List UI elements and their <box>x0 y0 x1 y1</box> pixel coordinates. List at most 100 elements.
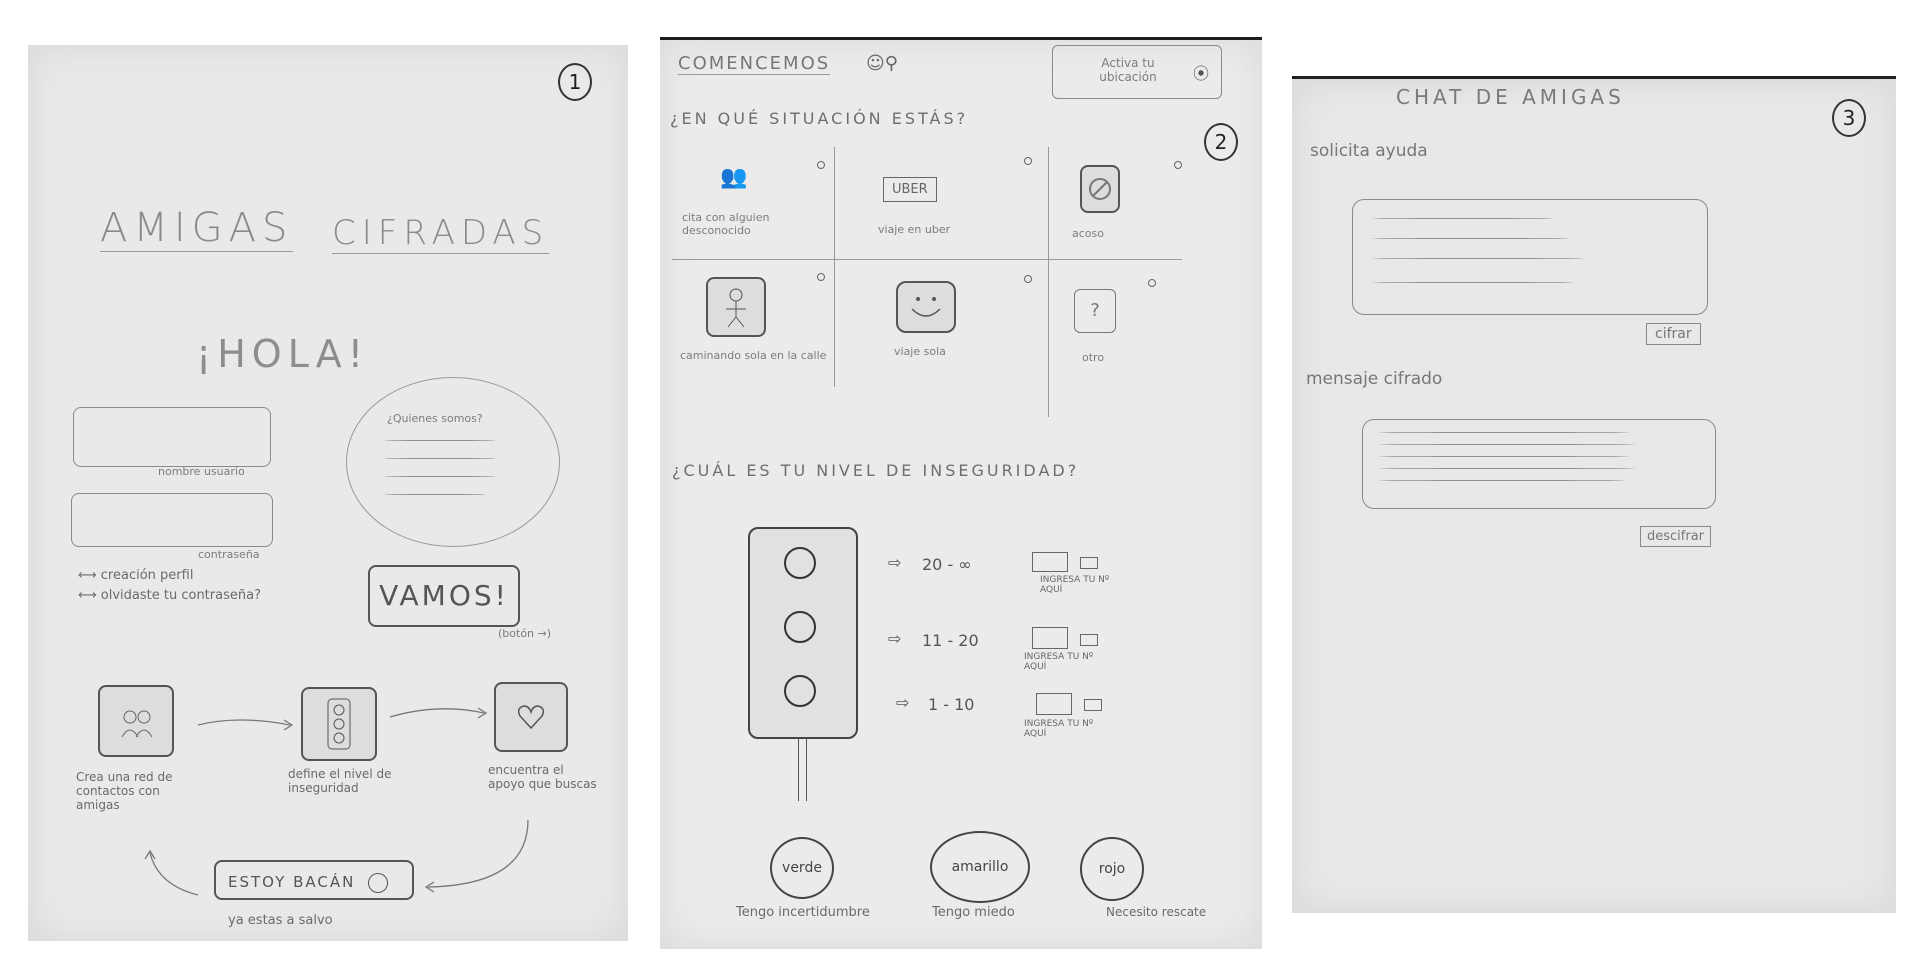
submit-mini-button[interactable] <box>1084 699 1102 711</box>
contacts-network-icon <box>98 685 174 757</box>
button-caption: Tengo incertidumbre <box>736 905 870 920</box>
grid-divider <box>834 147 835 387</box>
traffic-light-icon <box>327 698 351 750</box>
sketch-sheet-situation: COMENCEMOS ☺⚲ Activa tu ubicación ⦿ 2 ¿E… <box>660 37 1262 949</box>
smile-icon <box>368 872 389 893</box>
radio-dot[interactable] <box>817 161 825 169</box>
person-figure <box>726 288 746 328</box>
text-line <box>1379 480 1625 481</box>
situation-option[interactable]: viaje sola <box>838 269 1043 379</box>
radio-dot[interactable] <box>1024 275 1032 283</box>
help-message-input[interactable] <box>1352 199 1708 315</box>
location-label: Activa tu ubicación <box>1099 56 1157 84</box>
grid-divider <box>672 259 1182 260</box>
situation-label: viaje en uber <box>878 223 951 236</box>
situation-label: caminando sola en la calle <box>680 349 827 362</box>
text-line <box>1373 238 1569 239</box>
people-icon <box>121 710 153 738</box>
activate-location-button[interactable]: Activa tu ubicación ⦿ <box>1052 45 1222 99</box>
red-button[interactable]: rojo <box>1080 837 1144 901</box>
radio-dot[interactable] <box>1024 157 1032 165</box>
encrypt-button[interactable]: cifrar <box>1646 323 1701 345</box>
text-line <box>1373 258 1583 259</box>
level-range: 1 - 10 <box>928 695 975 714</box>
text-line <box>1373 218 1553 219</box>
username-input[interactable] <box>73 407 271 467</box>
light-middle[interactable] <box>784 611 816 643</box>
level-hint: INGRESA TU Nº AQUÍ <box>1024 652 1094 672</box>
situation-option[interactable]: acoso <box>1052 155 1192 255</box>
step1-text: Crea una red de contactos con amigas <box>76 770 173 812</box>
block-icon <box>1080 165 1120 213</box>
text-line <box>1379 468 1635 469</box>
smile-search-icon: ☺⚲ <box>866 53 898 74</box>
smile-icon <box>896 281 956 333</box>
light-top[interactable] <box>784 547 816 579</box>
about-us-title: ¿Quienes somos? <box>387 412 483 425</box>
block-symbol <box>1089 178 1111 200</box>
cipher-message-label: mensaje cifrado <box>1306 369 1443 389</box>
situation-option[interactable]: 👥 cita con alguien desconocido <box>670 155 830 255</box>
username-hint: nombre usuario <box>158 465 245 478</box>
level-range: 11 - 20 <box>922 631 979 650</box>
situation-label: viaje sola <box>894 345 946 358</box>
traffic-light <box>748 527 858 739</box>
sketch-sheet-chat: CHAT DE AMIGAS 3 solicita ayuda cifrar m… <box>1292 76 1896 913</box>
decrypt-button[interactable]: descifrar <box>1640 526 1712 547</box>
about-us-bubble[interactable]: ¿Quienes somos? <box>346 377 560 547</box>
app-title-left: AMIGAS <box>100 205 294 252</box>
number-input[interactable] <box>1032 552 1068 572</box>
uber-icon: UBER <box>883 177 937 202</box>
create-profile-label: creación perfil <box>100 568 194 583</box>
radio-dot[interactable] <box>1148 279 1156 287</box>
sheet-edge <box>660 37 1262 40</box>
create-profile-link[interactable]: ⟷ creación perfil <box>78 568 194 583</box>
sketch-sheet-login: 1 AMIGAS CIFRADAS ¡HOLA! nombre usuario … <box>28 45 628 941</box>
arrow-icon: ⇨ <box>888 629 902 648</box>
yellow-button[interactable]: amarillo <box>930 831 1030 903</box>
safe-caption: ya estas a salvo <box>228 913 333 928</box>
person-icon <box>706 277 766 337</box>
text-line <box>1373 282 1573 283</box>
estoy-bacan-label: ESTOY BACÁN <box>228 873 356 891</box>
insecurity-question: ¿CUÁL ES TU NIVEL DE INSEGURIDAD? <box>672 461 1080 480</box>
password-hint: contraseña <box>198 548 260 561</box>
level-range: 20 - ∞ <box>922 555 972 574</box>
light-bottom[interactable] <box>784 675 816 707</box>
grid-divider <box>1048 147 1049 417</box>
sheet-number: 1 <box>558 63 592 101</box>
app-title-right: CIFRADAS <box>332 213 550 254</box>
situation-option[interactable]: ? otro <box>1052 269 1192 379</box>
situation-option[interactable]: caminando sola en la calle <box>670 269 830 379</box>
cipher-message-output[interactable] <box>1362 419 1716 509</box>
situation-label: otro <box>1082 351 1105 364</box>
situation-label: cita con alguien desconocido <box>682 211 770 237</box>
situation-label: acoso <box>1072 227 1104 240</box>
green-button[interactable]: verde <box>770 837 834 899</box>
traffic-light-pole <box>806 737 807 801</box>
text-line <box>385 458 495 459</box>
estoy-bacan-button[interactable]: ESTOY BACÁN <box>214 860 414 900</box>
text-line <box>1379 444 1635 445</box>
radio-dot[interactable] <box>1174 161 1182 169</box>
submit-mini-button[interactable] <box>1080 557 1098 569</box>
password-input[interactable] <box>71 493 273 547</box>
button-caption: Necesito rescate <box>1106 905 1207 919</box>
forgot-password-link[interactable]: ⟷ olvidaste tu contraseña? <box>78 588 261 603</box>
support-step-icon <box>494 682 568 752</box>
situation-option[interactable]: UBER viaje en uber <box>838 155 1043 255</box>
text-line <box>385 494 485 495</box>
submit-mini-button[interactable] <box>1080 634 1098 646</box>
radio-dot[interactable] <box>817 273 825 281</box>
greeting-heading: ¡HOLA! <box>196 332 369 376</box>
chat-title: CHAT DE AMIGAS <box>1396 85 1625 109</box>
text-line <box>385 476 495 477</box>
vamos-button[interactable]: VAMOS! <box>368 565 520 627</box>
header-title: COMENCEMOS <box>678 53 831 75</box>
number-input[interactable] <box>1036 693 1072 715</box>
location-pin-icon: ⦿ <box>1193 64 1210 83</box>
level-hint: INGRESA TU Nº AQUÍ <box>1040 575 1110 595</box>
step2-text: define el nivel de inseguridad <box>288 767 392 795</box>
number-input[interactable] <box>1032 627 1068 649</box>
text-line <box>385 440 495 441</box>
